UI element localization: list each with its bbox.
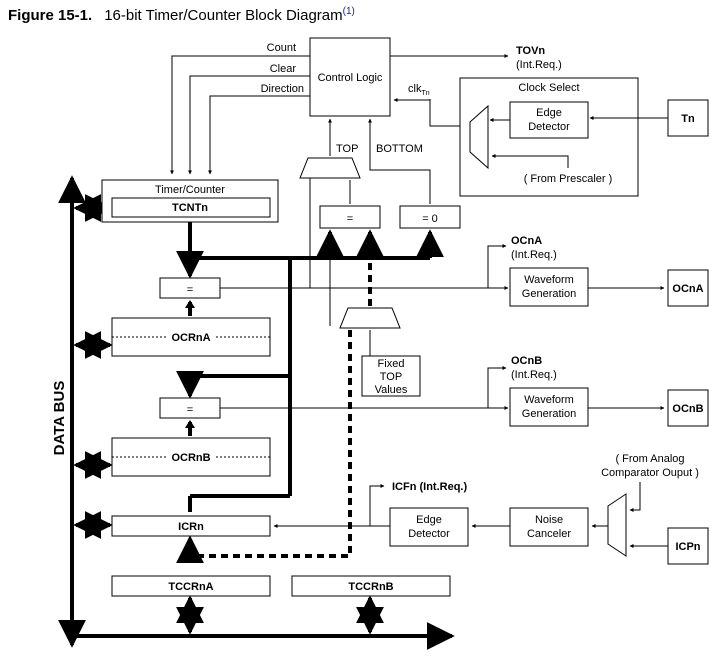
analog-line2: Comparator Ouput ) (601, 467, 699, 479)
waveform-a-line1: Waveform (524, 274, 574, 286)
timer-counter-title: Timer/Counter (155, 184, 225, 196)
ocfa-signal (487, 244, 507, 288)
analog-to-mux (629, 482, 641, 512)
ocra-arrow-head (185, 300, 195, 308)
compare-a-label: = (187, 284, 193, 296)
count-signal (170, 55, 310, 175)
ocra-pin-box (667, 269, 709, 307)
clock-select-title: Clock Select (518, 82, 579, 94)
fixed-top-mux (339, 307, 401, 329)
ocrb-arrow-head (185, 420, 195, 428)
clk-label: clkTn (408, 83, 430, 97)
bottom-comparator-label: = 0 (422, 213, 438, 225)
waveform-a-box (509, 267, 589, 307)
ocrb-req: (Int.Req.) (511, 369, 557, 381)
tccrb-register-box (291, 575, 451, 597)
icr-register-label: ICRn (178, 521, 204, 533)
icf-flag: ICFn (Int.Req.) (392, 481, 467, 493)
top-label: TOP (336, 143, 358, 155)
figure-number: Figure 15-1. (8, 7, 92, 24)
icr-edge-detector-line1: Edge (416, 514, 442, 526)
bottom-label: BOTTOM (376, 143, 423, 155)
analog-line1: ( From Analog (615, 453, 684, 465)
ocfb-signal (487, 366, 507, 408)
top-mux (299, 157, 361, 179)
noise-canceler-box (509, 507, 589, 547)
ocrb-label-bg (168, 450, 214, 464)
tccra-register-box (111, 575, 271, 597)
figure-title: Figure 15-1. 16-bit Timer/Counter Block D… (8, 6, 355, 24)
prescaler-to-mux (491, 154, 569, 168)
tov-req: (Int.Req.) (516, 59, 562, 71)
tcnt-to-eqb (176, 370, 290, 399)
waveform-a-line2: Generation (522, 288, 576, 300)
icr-register-box (111, 515, 271, 537)
icp-pin-box (667, 527, 709, 565)
fixed-top-values-box (361, 355, 421, 397)
fixed-top-line3: Values (375, 384, 408, 396)
bottom-signal (368, 118, 431, 204)
tccrb-register-label: TCCRnB (348, 581, 393, 593)
top-comparator-label: = (347, 213, 353, 225)
clock-edge-detector-line2: Detector (528, 121, 570, 133)
direction-signal (208, 95, 310, 175)
fixed-top-line2: TOP (380, 371, 402, 383)
ocra-flag: OCnA (511, 235, 542, 247)
ocra-label-bg (168, 330, 214, 344)
icr-input-mux (607, 493, 627, 557)
ocra-pin-label: OCnA (672, 283, 703, 295)
fixed-top-line1: Fixed (378, 358, 405, 370)
footnote-ref: (1) (343, 6, 355, 17)
tcnt-register-label: TCNTn (172, 202, 208, 214)
tov-flag: TOVn (516, 45, 545, 57)
fixed-top-to-icr (176, 330, 352, 564)
waveform-b-line1: Waveform (524, 394, 574, 406)
compare-b-label: = (187, 404, 193, 416)
count-label: Count (267, 42, 296, 54)
clk-line (429, 99, 470, 127)
waveform-b-box (509, 387, 589, 427)
tccra-register-label: TCCRnA (168, 581, 213, 593)
ocrb-pin-box (667, 389, 709, 427)
tcnt-register-box (111, 197, 271, 218)
ocra-req: (Int.Req.) (511, 249, 557, 261)
control-logic-box (309, 37, 391, 117)
prescaler-label: ( From Prescaler ) (524, 173, 613, 185)
figure-caption: 16-bit Timer/Counter Block Diagram (104, 7, 342, 24)
control-logic-label: Control Logic (318, 72, 383, 84)
clock-edge-detector-line1: Edge (536, 107, 562, 119)
clock-mux (469, 104, 489, 170)
tn-pin-label: Tn (681, 113, 695, 125)
icr-edge-detector-box (389, 507, 469, 547)
clear-signal (188, 75, 310, 175)
top-comparator-box (319, 205, 381, 229)
direction-label: Direction (261, 83, 304, 95)
noise-canceler-line1: Noise (535, 514, 563, 526)
noise-canceler-line2: Canceler (527, 528, 571, 540)
ocrb-pin-label: OCnB (672, 403, 703, 415)
bottom-comparator-box (399, 205, 461, 229)
icp-pin-label: ICPn (675, 541, 700, 553)
icf-signal (369, 484, 385, 526)
data-bus-label: DATA BUS (51, 381, 68, 456)
tn-pin-box (667, 99, 709, 137)
ocra-register-label: OCRnA (171, 332, 210, 344)
ocrb-flag: OCnB (511, 355, 542, 367)
clear-label: Clear (270, 63, 297, 75)
waveform-b-line2: Generation (522, 408, 576, 420)
ocrb-register-label: OCRnB (171, 452, 210, 464)
icr-edge-detector-line2: Detector (408, 528, 450, 540)
